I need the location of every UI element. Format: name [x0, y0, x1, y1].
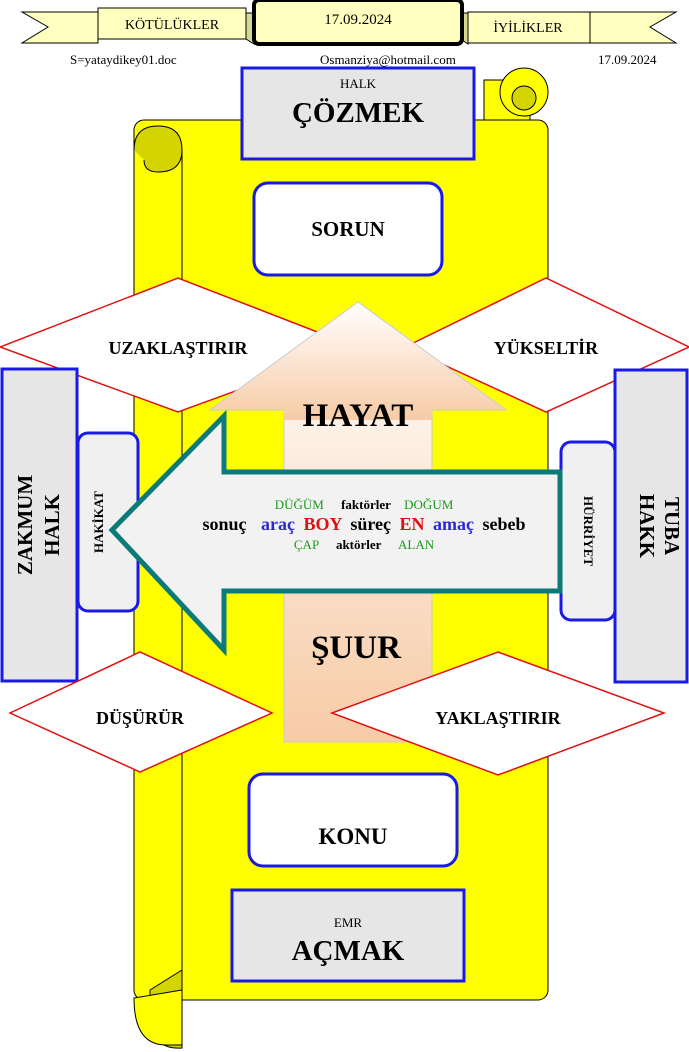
left-outer-label-2: HALK — [40, 493, 64, 556]
suur-label: ŞUUR — [311, 630, 402, 666]
date-box-label: 17.09.2024 — [324, 12, 392, 28]
center-left-arrow — [108, 409, 563, 657]
left-outer-box — [0, 367, 79, 683]
header-ribbon — [20, 7, 678, 45]
diamond-bottom-left — [8, 651, 274, 773]
diamond-bottom-right — [329, 651, 667, 776]
hayat-label: HAYAT — [303, 398, 414, 434]
top-box-big-label: ÇÖZMEK — [292, 97, 425, 129]
surec-word: süreç — [350, 514, 391, 534]
center-row-2: sonuç araç BOY süreç EN amaç sebeb — [202, 514, 525, 534]
faktorler-word: faktörler — [341, 497, 391, 512]
right-outer-label-1: HAKK — [635, 494, 659, 559]
right-outer-label-2: TUBA — [660, 497, 684, 556]
en-word: EN — [400, 514, 425, 534]
date-box — [252, 0, 464, 46]
center-row-3: ÇAP aktörler ALAN — [294, 537, 435, 552]
center-row-1: DÜĞÜM faktörler DOĞUM — [275, 497, 454, 512]
bottom-box-big-label: AÇMAK — [292, 935, 405, 967]
sorun-box — [252, 181, 444, 277]
boy-word: BOY — [303, 514, 342, 534]
konu-box — [247, 772, 459, 868]
email: Osmanziya@hotmail.com — [320, 52, 456, 67]
ribbon-right-label: İYİLİKLER — [493, 20, 563, 36]
cap-word: ÇAP — [294, 537, 319, 552]
arac-word: araç — [261, 514, 295, 534]
top-box-small-label: HALK — [340, 76, 377, 91]
date-right: 17.09.2024 — [598, 52, 657, 67]
dugum-word: DÜĞÜM — [275, 497, 325, 512]
diamond-top-right-label: YÜKSELTİR — [494, 338, 599, 358]
vertical-arrow-head — [210, 302, 506, 420]
amac-word: amaç — [433, 514, 474, 534]
alan-word: ALAN — [398, 537, 435, 552]
dogum-word: DOĞUM — [404, 497, 454, 512]
sebeb-word: sebeb — [483, 514, 526, 534]
ribbon-left-label: KÖTÜLÜKLER — [125, 16, 220, 33]
right-inner-label: HÜRRİYET — [581, 496, 596, 566]
sonuc-word: sonuç — [202, 514, 246, 534]
diamond-bottom-left-label: DÜŞÜRÜR — [96, 708, 185, 728]
bottom-box-small-label: EMR — [334, 915, 363, 930]
left-inner-label: HAKİKAT — [91, 491, 106, 553]
konu-label: KONU — [319, 824, 388, 849]
aktorler-word: aktörler — [336, 537, 382, 552]
bottom-box — [230, 888, 466, 983]
diamond-bottom-right-label: YAKLAŞTIRIR — [435, 708, 561, 728]
right-outer-box — [613, 368, 689, 684]
top-box — [240, 66, 476, 161]
sorun-label: SORUN — [311, 217, 385, 241]
diamond-top-left-label: UZAKLAŞTIRIR — [108, 338, 248, 358]
left-outer-label-1: ZAKMUM — [13, 475, 37, 575]
file-name: S=yataydikey01.doc — [70, 52, 177, 67]
